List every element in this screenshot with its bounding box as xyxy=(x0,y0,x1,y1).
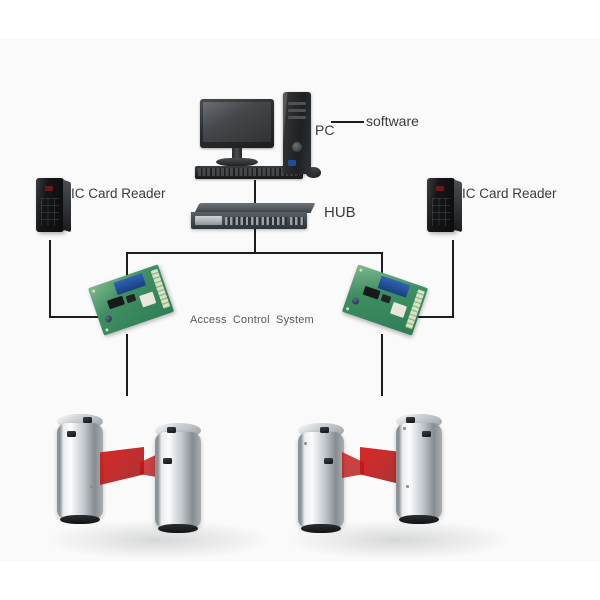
board-chip xyxy=(125,293,137,304)
pc-label: PC xyxy=(315,122,335,138)
tower-badge xyxy=(288,160,296,166)
software-label: software xyxy=(366,113,419,129)
board-capacitor xyxy=(351,296,361,306)
monitor-screen xyxy=(203,102,271,142)
turnstile-base-foot xyxy=(60,515,100,524)
monitor-stand-neck xyxy=(232,148,242,160)
turnstile-housing xyxy=(396,417,442,524)
turnstile-screw xyxy=(304,442,307,445)
board-mount-hole xyxy=(91,289,96,294)
hub-uplink-ports xyxy=(290,217,304,225)
line-software-leader xyxy=(331,121,364,123)
turnstile-housing xyxy=(57,417,103,524)
ic-card-reader-right xyxy=(427,178,462,233)
board-chip xyxy=(380,293,392,304)
turnstile-sensor-window xyxy=(320,427,329,433)
keyboard-icon xyxy=(195,166,303,179)
reader-keypad xyxy=(41,198,59,226)
ic-card-reader-right-label: IC Card Reader xyxy=(462,186,557,201)
turnstile-housing xyxy=(298,427,344,533)
turnstile-card-reader-window xyxy=(67,431,76,437)
turnstile-card-reader-window xyxy=(324,458,333,464)
hub-port-bank xyxy=(225,217,287,225)
board-mount-hole xyxy=(105,328,109,332)
line-board-left-to-turnstile xyxy=(126,334,128,396)
hub-front-panel xyxy=(191,212,307,229)
line-reader-left-drop xyxy=(49,240,51,318)
reader-indicator-icon xyxy=(436,186,444,191)
board-mount-hole xyxy=(345,306,350,311)
turnstile-base-foot xyxy=(399,515,439,524)
line-reader-right-to-board xyxy=(396,316,454,318)
turnstile-screw xyxy=(93,427,96,430)
line-bus-to-board-right xyxy=(381,252,383,278)
turnstile-card-reader-window xyxy=(163,458,172,464)
turnstile-screw xyxy=(406,485,409,488)
board-relay xyxy=(389,301,408,318)
system-label: Access Control System xyxy=(190,314,314,326)
tower-drive-slot xyxy=(288,102,306,105)
turnstile-screw xyxy=(193,442,196,445)
line-reader-right-drop xyxy=(452,240,454,318)
ic-card-reader-left xyxy=(36,178,71,233)
tower-drive-slot xyxy=(288,109,306,112)
line-bus-to-board-left xyxy=(126,252,128,278)
tower-drive-slot xyxy=(288,116,306,119)
pc-tower-icon xyxy=(283,92,311,174)
monitor-icon xyxy=(200,99,274,148)
turnstile-base-foot xyxy=(301,524,341,533)
reader-indicator-icon xyxy=(45,186,53,191)
board-chip xyxy=(106,295,126,310)
board-capacitor xyxy=(103,314,113,324)
turnstile-housing xyxy=(155,427,201,533)
turnstile-sensor-window xyxy=(83,417,92,423)
turnstile-sensor-window xyxy=(406,417,415,423)
line-board-right-to-turnstile xyxy=(381,334,383,396)
line-hub-bus xyxy=(126,252,383,254)
hub-label-strip xyxy=(195,216,222,225)
line-reader-left-to-board xyxy=(49,316,111,318)
turnstile-screw xyxy=(403,427,406,430)
tower-power-dial xyxy=(292,142,302,152)
keyboard-keys xyxy=(198,168,300,176)
line-hub-stem xyxy=(254,229,256,253)
mouse-icon xyxy=(306,167,321,178)
board-mount-hole xyxy=(359,268,363,272)
turnstile-base-foot xyxy=(158,524,198,533)
reader-side-face xyxy=(454,179,462,233)
turnstile-card-reader-window xyxy=(422,431,431,437)
line-pc-to-hub xyxy=(254,180,256,204)
monitor-stand-base xyxy=(216,158,258,166)
board-relay xyxy=(139,291,157,308)
reader-keypad xyxy=(432,198,450,226)
reader-side-face xyxy=(63,179,71,233)
ic-card-reader-left-label: IC Card Reader xyxy=(71,186,166,201)
turnstile-sensor-window xyxy=(167,427,176,433)
hub-label: HUB xyxy=(324,204,356,221)
turnstile-screw xyxy=(90,485,93,488)
